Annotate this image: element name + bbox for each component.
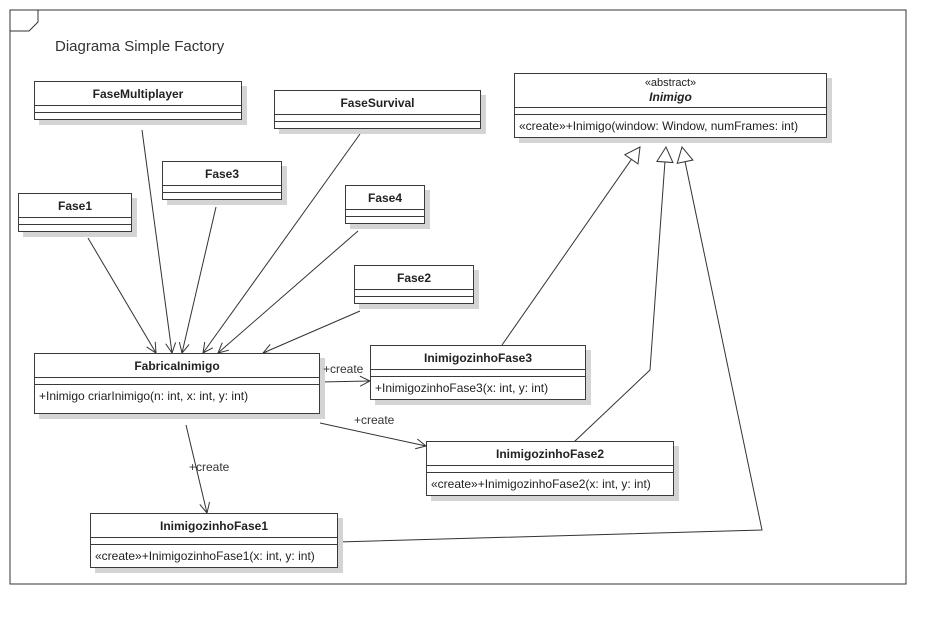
attributes-compartment	[427, 466, 673, 473]
class-fase3[interactable]: Fase3	[162, 161, 282, 200]
class-name: Fase3	[163, 162, 281, 186]
attributes-compartment	[275, 115, 480, 122]
class-name: Fase4	[346, 186, 424, 210]
diagram-title: Diagrama Simple Factory	[55, 38, 225, 55]
class-operation: +InimigozinhoFase3(x: int, y: int)	[375, 381, 549, 395]
frame-corner-tab	[10, 10, 39, 32]
class-fase2[interactable]: Fase2	[354, 265, 474, 304]
operations-compartment	[275, 122, 480, 128]
attributes-compartment	[355, 290, 473, 297]
attributes-compartment	[19, 218, 131, 225]
class-name: InimigozinhoFase3	[371, 346, 585, 370]
operations-compartment	[163, 193, 281, 199]
create-label-inimigozinho2: +create	[354, 413, 395, 427]
operations-compartment	[346, 217, 424, 223]
class-operation: «create»+InimigozinhoFase1(x: int, y: in…	[95, 549, 315, 563]
operations-compartment	[19, 225, 131, 231]
dep-fasesurvival-to-fabrica	[203, 133, 361, 353]
attributes-compartment	[346, 210, 424, 217]
create-dep-fabrica-to-inimigozinho1	[185, 424, 207, 513]
attributes-compartment	[371, 370, 585, 377]
class-fase1[interactable]: Fase1	[18, 193, 132, 232]
class-name: Fase2	[355, 266, 473, 290]
attributes-compartment	[163, 186, 281, 193]
create-dep-fabrica-to-inimigozinho2	[319, 422, 426, 446]
class-name: InimigozinhoFase1	[91, 514, 337, 538]
class-inimigo[interactable]: «abstract» Inimigo «create»+Inimigo(wind…	[514, 73, 827, 138]
create-dep-fabrica-to-inimigozinho3	[319, 381, 370, 382]
generalization-inimigozinho1-to-inimigo	[337, 145, 763, 543]
dep-fase3-to-fabrica	[182, 206, 217, 353]
class-inimigozinhofase1[interactable]: InimigozinhoFase1 «create»+InimigozinhoF…	[90, 513, 338, 568]
generalization-inimigozinho2-to-inimigo	[573, 145, 674, 443]
operations-compartment	[355, 297, 473, 303]
class-operation: «create»+InimigozinhoFase2(x: int, y: in…	[431, 477, 651, 491]
create-label-inimigozinho1: +create	[189, 460, 230, 474]
class-fasesurvival[interactable]: FaseSurvival	[274, 90, 481, 129]
class-inimigozinhofase2[interactable]: InimigozinhoFase2 «create»+InimigozinhoF…	[426, 441, 674, 496]
create-label-inimigozinho3: +create	[323, 362, 364, 376]
class-header: «abstract» Inimigo	[515, 74, 826, 108]
attributes-compartment	[91, 538, 337, 545]
dep-fase1-to-fabrica	[87, 237, 156, 353]
dep-fase4-to-fabrica	[218, 230, 359, 353]
class-name: FaseSurvival	[275, 91, 480, 115]
class-stereotype: «abstract»	[644, 77, 697, 89]
attributes-compartment	[35, 106, 241, 113]
class-operation: +Inimigo criarInimigo(n: int, x: int, y:…	[39, 389, 249, 403]
attributes-compartment	[35, 378, 319, 385]
class-operation: «create»+Inimigo(window: Window, numFram…	[519, 119, 799, 133]
class-name: FaseMultiplayer	[35, 82, 241, 106]
class-name: Inimigo	[649, 90, 692, 104]
dep-fasemultiplayer-to-fabrica	[141, 129, 172, 353]
operations-compartment	[35, 113, 241, 119]
class-name: Fase1	[19, 194, 131, 218]
dep-fase2-to-fabrica	[263, 310, 361, 353]
class-fasemultiplayer[interactable]: FaseMultiplayer	[34, 81, 242, 120]
generalization-inimigozinho3-to-inimigo	[501, 146, 641, 346]
class-name: InimigozinhoFase2	[427, 442, 673, 466]
class-fabricainimigo[interactable]: FabricaInimigo +Inimigo criarInimigo(n: …	[34, 353, 320, 414]
attributes-compartment	[515, 108, 826, 115]
class-name: FabricaInimigo	[35, 354, 319, 378]
class-fase4[interactable]: Fase4	[345, 185, 425, 224]
class-inimigozinhofase3[interactable]: InimigozinhoFase3 +InimigozinhoFase3(x: …	[370, 345, 586, 400]
diagram-frame	[9, 9, 907, 585]
